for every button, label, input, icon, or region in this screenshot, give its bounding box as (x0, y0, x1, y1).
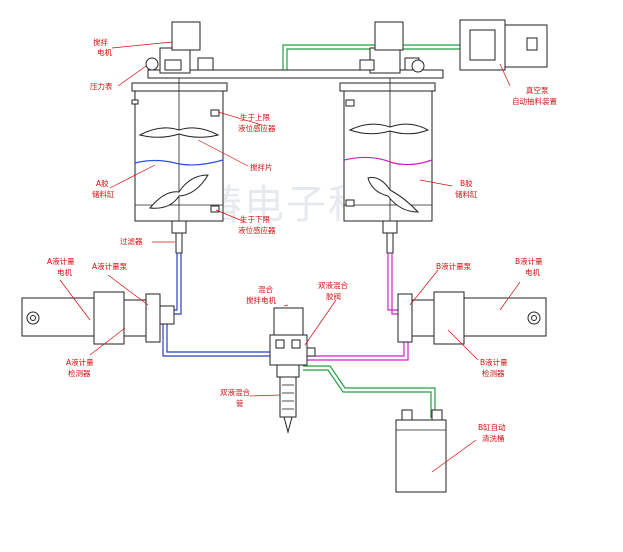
label-filter: 过滤器 (120, 236, 143, 246)
label-b-auto-clean-1: B缸自动 (478, 422, 506, 432)
filter-a-icon (175, 232, 183, 254)
a-metering-unit (21, 291, 175, 345)
mix-motor-icon (273, 307, 304, 336)
label-b-detector-2: 检测器 (482, 368, 505, 378)
label-a-meter-motor-2: 电机 (57, 267, 72, 277)
label-b-meter-motor-2: 电机 (525, 267, 540, 277)
leader-lines (59, 41, 521, 473)
mixing-head (269, 307, 316, 434)
label-dual-mix-valve-1: 双液混合 (318, 280, 348, 290)
dual-mix-tube-icon (279, 376, 297, 418)
label-tank-a-1: A胶 (96, 178, 109, 188)
label-b-meter-motor-1: B液计量 (515, 256, 543, 266)
label-stir-blade: 搅拌片 (250, 162, 273, 172)
cleaning-bucket-icon (395, 419, 447, 493)
tank-a-liquid-level (134, 159, 224, 166)
tank-b (339, 21, 436, 254)
label-lower-sensor-2: 液位感应器 (238, 225, 276, 235)
tank-a (131, 21, 228, 254)
label-tank-b-1: B胶 (460, 178, 473, 188)
label-b-meter-pump: B液计量泵 (436, 261, 472, 271)
label-mix-motor-2: 搅拌电机 (246, 295, 276, 305)
label-auto-suction: 自动抽料装置 (512, 96, 557, 106)
label-a-meter-motor-1: A液计量 (47, 256, 75, 266)
cleaning-bucket (395, 409, 447, 493)
label-a-meter-pump: A液计量泵 (92, 261, 128, 271)
air-pump (459, 19, 548, 71)
label-a-detector-1: A液计量 (66, 357, 94, 367)
label-air-pump: 真空泵 (526, 85, 549, 95)
tank-b-liquid-level (343, 156, 433, 166)
label-b-auto-clean-2: 清洗桶 (482, 433, 505, 443)
label-b-detector-1: B液计量 (480, 357, 508, 367)
label-dual-mix-tube-1: 双液混合 (220, 387, 250, 397)
b-metering-unit (397, 291, 547, 345)
tank-b-pressure-gauge-icon (411, 59, 425, 73)
tank-b-stir-motor-icon (369, 47, 401, 74)
pipe-b (303, 253, 409, 361)
label-lower-sensor-1: 生于下限 (240, 214, 270, 224)
tank-a-pressure-gauge-icon (145, 57, 159, 71)
label-stir-motor-1: 搅拌 (93, 37, 108, 47)
label-dual-mix-valve-2: 胶阀 (326, 291, 341, 301)
top-frame-bar (147, 69, 444, 79)
label-upper-sensor-2: 液位感应器 (238, 123, 276, 133)
label-mix-motor-1: 混合 (258, 284, 273, 294)
label-tank-a-2: 储料缸 (92, 189, 115, 199)
a-meter-pump-icon (145, 293, 161, 343)
tank-a-motor-head-icon (171, 21, 201, 51)
label-pressure-gauge: 压力表 (90, 81, 113, 91)
label-tank-b-2: 储料缸 (455, 189, 478, 199)
label-stir-motor-2: 电机 (97, 47, 112, 57)
tank-a-stir-blade-icon (138, 127, 220, 138)
tank-b-stir-blade-icon (348, 123, 430, 135)
b-meter-pump-icon (397, 293, 413, 343)
label-upper-sensor-1: 生于上限 (240, 112, 270, 122)
label-a-detector-2: 检测器 (68, 368, 91, 378)
label-dual-mix-tube-2: 管 (236, 398, 244, 408)
